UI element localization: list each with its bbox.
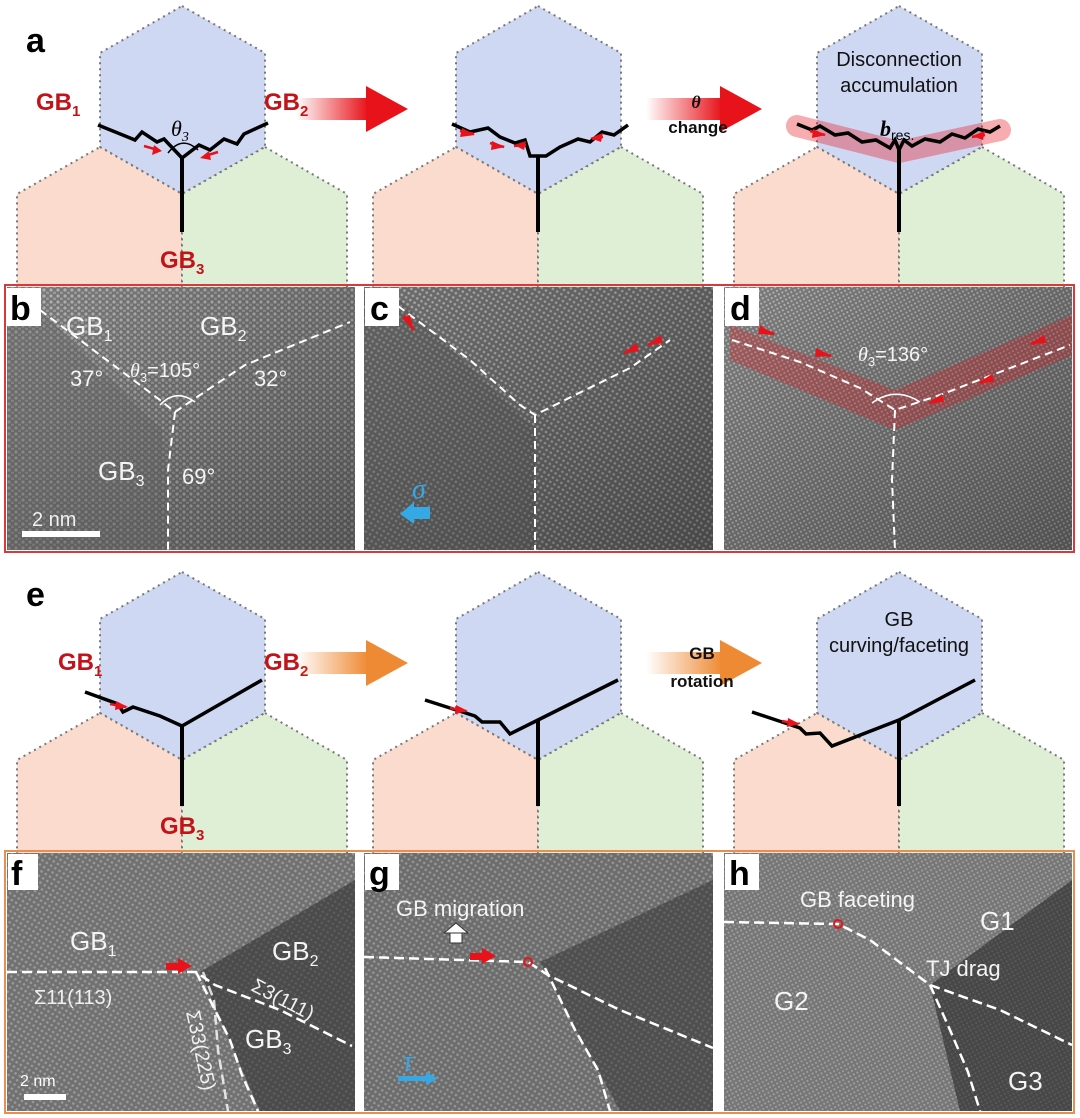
panel-b-angle-gb2: 32° (254, 366, 287, 391)
panel-a-gb1-label: GB1 (36, 89, 80, 120)
panel-a-bres-label: bres. (880, 116, 914, 143)
panel-b-angle-gb3: 69° (182, 464, 215, 489)
panel-h-tjdrag-label: TJ drag (926, 956, 1001, 981)
panel-e-note-line1: GB (885, 609, 914, 631)
panel-h-faceting-label: GB faceting (800, 887, 915, 912)
panel-e-rotation-arrow (646, 640, 762, 686)
panel-b-theta-label: θ3=105° (130, 360, 200, 385)
panel-c-sigma-label: σ (412, 474, 427, 505)
panel-f-image (7, 853, 355, 1112)
panel-label-h: h (729, 855, 750, 893)
panel-label-c: c (370, 290, 389, 328)
panel-a-transition-arrow-1 (296, 86, 408, 132)
panel-g-label-bg (365, 854, 399, 890)
panel-h-g1-label: G1 (980, 906, 1015, 936)
panel-e-transition-arrow-1 (296, 640, 408, 686)
panel-b-gb1-label: GB1 (66, 311, 113, 345)
panel-label-f: f (11, 855, 23, 893)
panel-f-gb2-label: GB2 (272, 936, 319, 970)
panel-e-gb1-label: GB1 (58, 649, 102, 680)
panel-b-gb3-label: GB3 (98, 456, 145, 490)
panel-f-label-bg (8, 854, 38, 890)
panel-d-image (724, 287, 1072, 551)
panel-h-label-bg (725, 854, 759, 890)
panel-d-label-bg (725, 288, 759, 326)
panel-label-e: e (26, 576, 45, 614)
panel-a-gb3-label: GB3 (160, 247, 204, 278)
panel-a-theta-change-label: change (668, 118, 728, 137)
panel-b-angle-gb1: 37° (70, 366, 103, 391)
panel-b-image (7, 287, 355, 550)
panel-a-note-line2: accumulation (840, 75, 958, 97)
panel-f-scale-label: 2 nm (20, 1073, 56, 1090)
panel-a-theta-change-symbol: θ (691, 92, 701, 112)
panel-label-a: a (26, 22, 46, 60)
panel-c-label-bg (365, 288, 399, 326)
panel-h-image (723, 853, 1073, 1112)
panel-g-image (363, 853, 714, 1112)
panel-g-tau-label: τ (403, 1046, 414, 1077)
panel-g-migration-label: GB migration (396, 896, 524, 921)
panel-fh-frame (4, 850, 1075, 1114)
panel-f-gb1-label: GB1 (70, 926, 117, 960)
panel-label-b: b (10, 290, 31, 328)
panel-e-gb2-label: GB2 (264, 649, 308, 680)
panel-h-g2-label: G2 (774, 986, 809, 1016)
panel-d-theta-label: θ3=136° (858, 344, 928, 369)
panel-f-sigma11: Σ11(113) (34, 987, 112, 1009)
panel-a-theta-change-arrow (646, 86, 762, 132)
panel-f-gb3-label: GB3 (245, 1024, 292, 1058)
panel-h-g3-label: G3 (1008, 1066, 1043, 1096)
panel-b-label-bg (7, 288, 41, 326)
panel-bd-frame (4, 284, 1075, 553)
panel-b-gb2-label: GB2 (200, 311, 247, 345)
panel-b-scale-label: 2 nm (32, 509, 76, 531)
panel-e-rotation-label-line2: rotation (670, 672, 733, 691)
panel-c-image (364, 287, 713, 550)
panel-e-note-line2: curving/faceting (829, 635, 969, 657)
panel-label-d: d (730, 290, 751, 328)
panel-label-g: g (369, 855, 390, 893)
panel-a-note-line1: Disconnection (836, 49, 962, 71)
panel-a-theta-label: θ3 (171, 116, 189, 145)
panel-b-scale-bar (22, 531, 100, 537)
panel-e-gb3-label: GB3 (160, 813, 204, 844)
panel-f-scale-bar (24, 1094, 66, 1100)
panel-e-rotation-label-line1: GB (689, 644, 715, 663)
